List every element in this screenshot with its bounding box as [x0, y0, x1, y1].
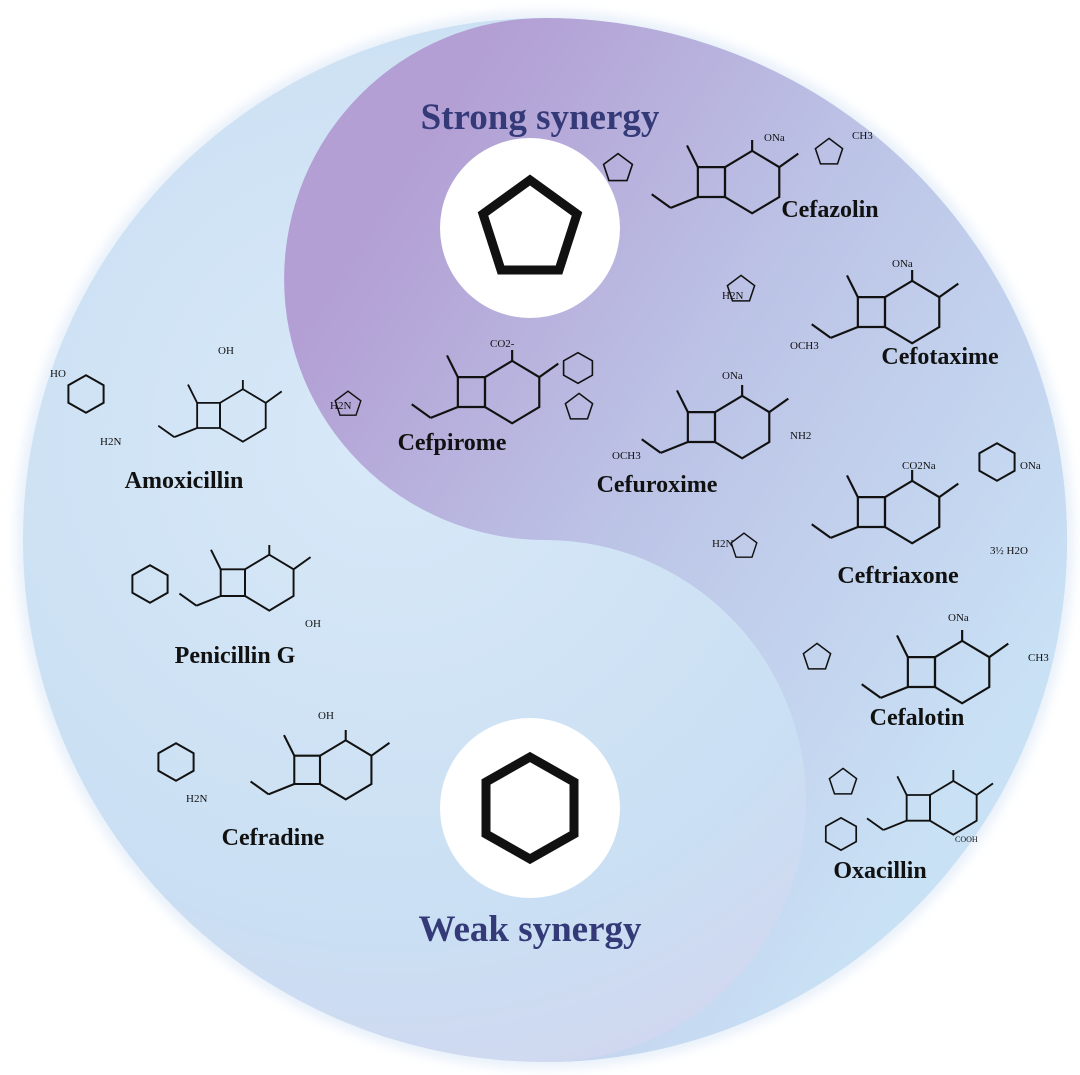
drug-label-cefpirome: Cefpirome	[397, 430, 507, 456]
weak-synergy-title: Weak synergy	[418, 909, 642, 950]
drug-label-ceftriaxone: Ceftriaxone	[837, 563, 959, 589]
atom-label: ONa	[948, 612, 969, 624]
strong-circle	[440, 138, 620, 318]
drug-label-cefotaxime: Cefotaxime	[881, 344, 999, 370]
atom-label: COOH	[955, 835, 978, 844]
atom-label: NH2	[790, 430, 812, 442]
hexagon-icon	[481, 751, 579, 865]
atom-label: OH	[305, 618, 321, 630]
atom-label: 3½ H2O	[990, 545, 1028, 557]
drug-label-cefuroxime: Cefuroxime	[596, 472, 718, 498]
atom-label: OCH3	[612, 450, 641, 462]
drug-label-cefalotin: Cefalotin	[869, 705, 965, 731]
atom-label: H2N	[186, 793, 208, 805]
atom-label: H2N	[722, 290, 744, 302]
atom-label: ONa	[722, 370, 743, 382]
atom-label: OH	[218, 345, 234, 357]
atom-label: CO2Na	[902, 460, 936, 472]
atom-label: H2N	[330, 400, 352, 412]
atom-label: CO2-	[490, 338, 515, 350]
strong-synergy-title: Strong synergy	[420, 97, 660, 138]
atom-label: OCH3	[790, 340, 819, 352]
atom-label: H2N	[712, 538, 734, 550]
atom-label: CH3	[852, 130, 873, 142]
atom-label: ONa	[764, 132, 785, 144]
atom-label: OH	[318, 710, 334, 722]
atom-label: H2N	[100, 436, 122, 448]
weak-circle	[440, 718, 620, 898]
drug-label-cefazolin: Cefazolin	[781, 197, 879, 223]
atom-label: ONa	[1020, 460, 1041, 472]
drug-label-penicillin-g: Penicillin G	[174, 643, 296, 669]
atom-label: ONa	[892, 258, 913, 270]
atom-label: CH3	[1028, 652, 1049, 664]
pentagon-icon	[477, 174, 583, 275]
drug-label-cefradine: Cefradine	[221, 825, 325, 851]
drug-label-amoxicillin: Amoxicillin	[124, 468, 244, 494]
drug-label-oxacillin: Oxacillin	[833, 858, 927, 884]
atom-label: HO	[50, 368, 66, 380]
